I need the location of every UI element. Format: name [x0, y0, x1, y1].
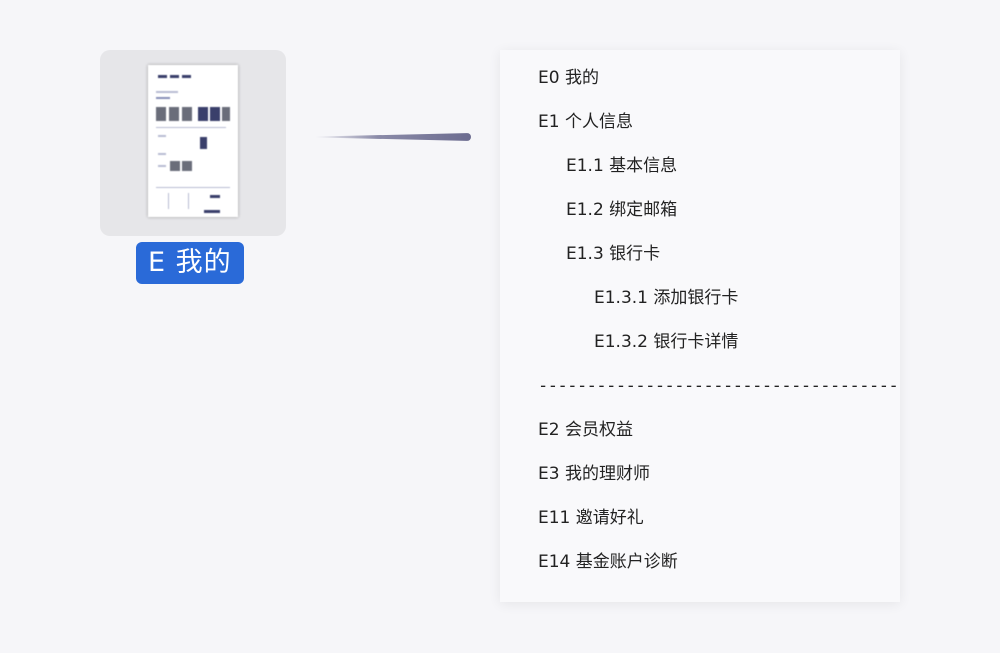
sitemap-item-e14[interactable]: E14 基金账户诊断 [538, 552, 678, 572]
sitemap-item-e1-3[interactable]: E1.3 银行卡 [566, 244, 661, 264]
thumb-screen-block [169, 107, 179, 121]
thumb-header-block [182, 75, 191, 78]
sitemap-item-e1-3-2[interactable]: E1.3.2 银行卡详情 [594, 332, 739, 352]
thumb-screen-block [210, 107, 220, 121]
thumb-screen-block [170, 161, 180, 171]
sitemap-item-e11[interactable]: E11 邀请好礼 [538, 508, 644, 528]
thumb-screen-block [182, 107, 192, 121]
sitemap-item-e2[interactable]: E2 会员权益 [538, 420, 633, 440]
thumb-text-line [156, 91, 178, 93]
thumb-screen-block [222, 107, 230, 121]
thumb-header-block [158, 75, 167, 78]
page-thumbnail[interactable] [148, 65, 238, 217]
page-thumbnail-card[interactable] [100, 50, 286, 236]
sitemap-item-e1-3-1[interactable]: E1.3.1 添加银行卡 [594, 288, 739, 308]
sitemap-item-e3[interactable]: E3 我的理财师 [538, 464, 650, 484]
thumb-divider [168, 193, 169, 209]
thumb-screen-block [156, 107, 166, 121]
thumb-divider [188, 193, 189, 209]
sitemap-panel: E0 我的 E1 个人信息 E1.1 基本信息 E1.2 绑定邮箱 E1.3 银… [500, 50, 900, 602]
sitemap-item-e1[interactable]: E1 个人信息 [538, 112, 633, 132]
page-name-badge[interactable]: E 我的 [136, 242, 244, 284]
sitemap-item-e1-1[interactable]: E1.1 基本信息 [566, 156, 678, 176]
thumb-text-line [158, 153, 166, 155]
thumb-text-line [158, 165, 166, 167]
thumb-screen-block [198, 107, 208, 121]
thumb-text-line [158, 135, 166, 137]
thumb-screen-block [210, 195, 220, 198]
thumb-screen-block [182, 161, 192, 171]
connector-line [315, 133, 471, 141]
sitemap-list: E0 我的 E1 个人信息 E1.1 基本信息 E1.2 绑定邮箱 E1.3 银… [500, 56, 900, 584]
thumb-divider [156, 127, 226, 128]
sitemap-item-e0[interactable]: E0 我的 [538, 68, 599, 88]
thumb-text-line [156, 97, 170, 99]
thumb-header-block [170, 75, 179, 78]
sitemap-item-e1-2[interactable]: E1.2 绑定邮箱 [566, 200, 678, 220]
thumb-footer-block [204, 210, 220, 213]
sitemap-divider: --------------------------------------- [538, 376, 900, 396]
thumb-divider [156, 187, 230, 188]
thumb-screen-block [200, 137, 207, 149]
